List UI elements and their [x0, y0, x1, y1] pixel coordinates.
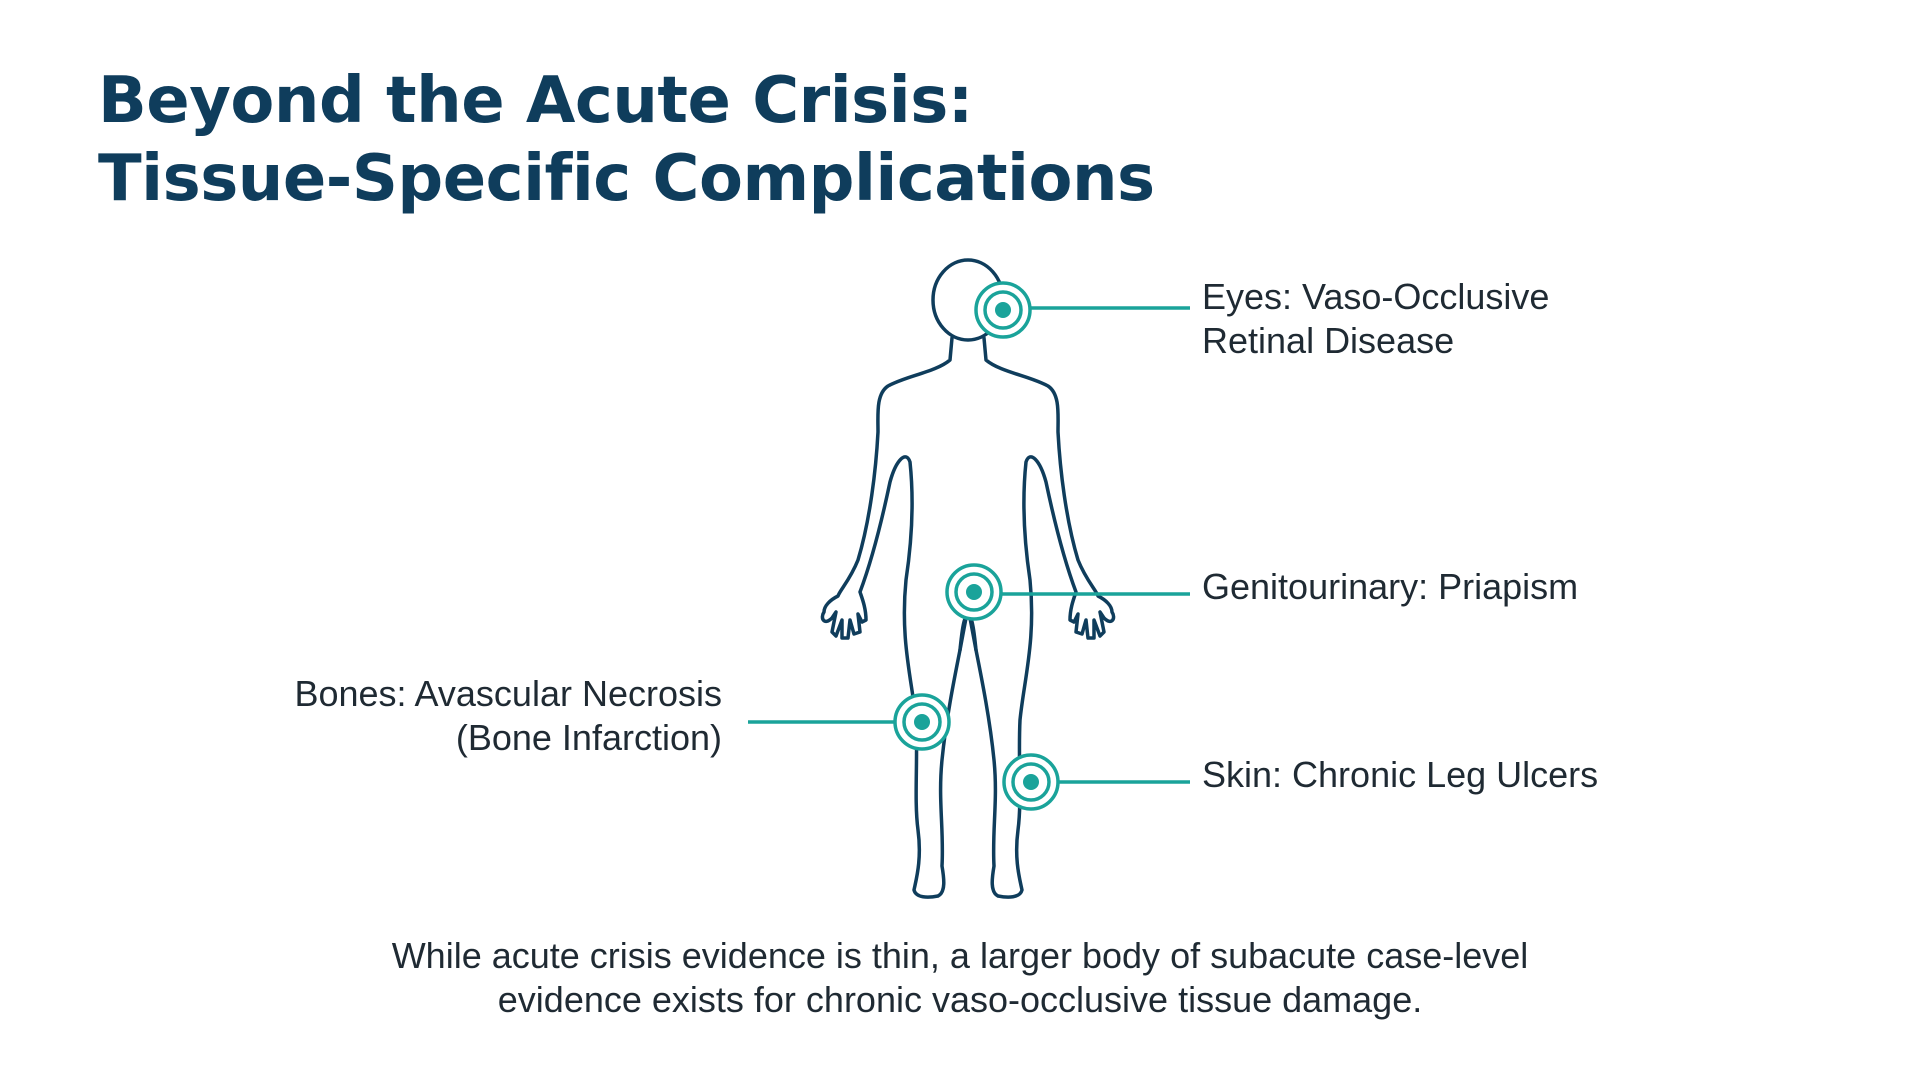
page-title: Beyond the Acute Crisis: Tissue-Specific… [98, 62, 1155, 218]
connector-lines [748, 306, 1190, 784]
body-right-contour [968, 336, 1116, 899]
callout-bones: Bones: Avascular Necrosis (Bone Infarcti… [240, 672, 722, 760]
callout-eyes-line-1: Eyes: Vaso-Occlusive [1202, 276, 1550, 317]
callout-skin: Skin: Chronic Leg Ulcers [1202, 753, 1598, 797]
callout-genitourinary-line-1: Genitourinary: Priapism [1202, 566, 1579, 607]
caption: While acute crisis evidence is thin, a l… [260, 934, 1660, 1022]
callout-genitourinary: Genitourinary: Priapism [1202, 565, 1578, 609]
callout-bones-line-2: (Bone Infarction) [455, 717, 722, 758]
caption-line-1: While acute crisis evidence is thin, a l… [391, 935, 1529, 976]
marker-eyes [974, 281, 1032, 339]
callout-bones-line-1: Bones: Avascular Necrosis [294, 673, 722, 714]
callout-eyes-line-2: Retinal Disease [1202, 320, 1455, 361]
target-marker-icon [893, 281, 1060, 811]
title-line-2: Tissue-Specific Complications [98, 142, 1155, 216]
caption-line-2: evidence exists for chronic vaso-occlusi… [497, 979, 1423, 1020]
callout-eyes: Eyes: Vaso-Occlusive Retinal Disease [1202, 275, 1549, 363]
title-line-1: Beyond the Acute Crisis: [98, 64, 973, 138]
marker-skin [1002, 753, 1060, 811]
body-left-contour [820, 336, 968, 899]
marker-genitourinary [945, 563, 1003, 621]
marker-bones [893, 693, 951, 751]
callout-skin-line-1: Skin: Chronic Leg Ulcers [1202, 754, 1599, 795]
